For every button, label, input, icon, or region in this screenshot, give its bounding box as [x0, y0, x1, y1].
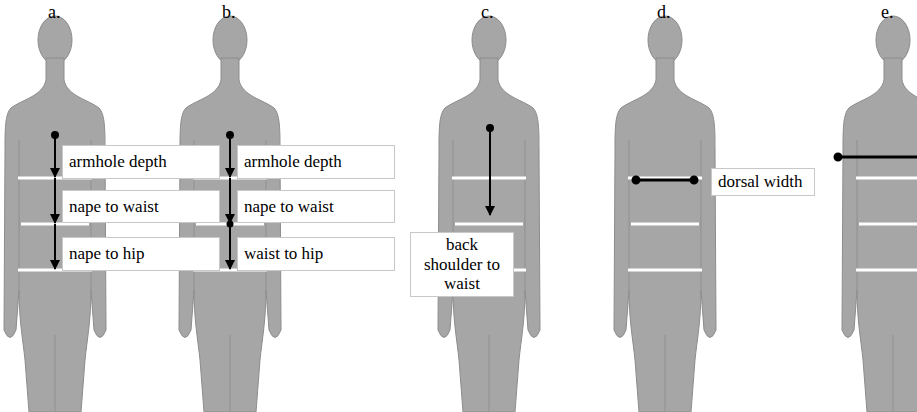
- mannequin: [614, 16, 716, 412]
- label-box: nape to hip: [62, 237, 220, 271]
- figure-letter: c.: [481, 2, 494, 23]
- label-box: armhole depth: [237, 145, 395, 179]
- measure-label: waist to hip: [244, 244, 323, 264]
- label-box: nape to waist: [62, 190, 220, 223]
- label-box: waist to hip: [237, 237, 395, 271]
- figure-letter: b.: [222, 2, 236, 23]
- measure-label: dorsal width: [718, 172, 803, 192]
- mannequin: [438, 16, 540, 412]
- figure-letter: a.: [48, 2, 61, 23]
- mannequin: [842, 16, 917, 412]
- label-box: armhole depth: [62, 145, 220, 179]
- measure-label: nape to waist: [69, 197, 159, 217]
- label-box: dorsal width: [711, 168, 815, 196]
- figure-letter: e.: [881, 2, 894, 23]
- measure-label: back shoulder to waist: [415, 235, 509, 294]
- measure-label: nape to hip: [69, 244, 145, 264]
- measure-label: nape to waist: [244, 197, 334, 217]
- label-box: back shoulder to waist: [410, 232, 514, 297]
- figure-letter: d.: [657, 2, 671, 23]
- measure-label: armhole depth: [69, 152, 167, 172]
- label-box: nape to waist: [237, 190, 395, 223]
- measure-label: armhole depth: [244, 152, 342, 172]
